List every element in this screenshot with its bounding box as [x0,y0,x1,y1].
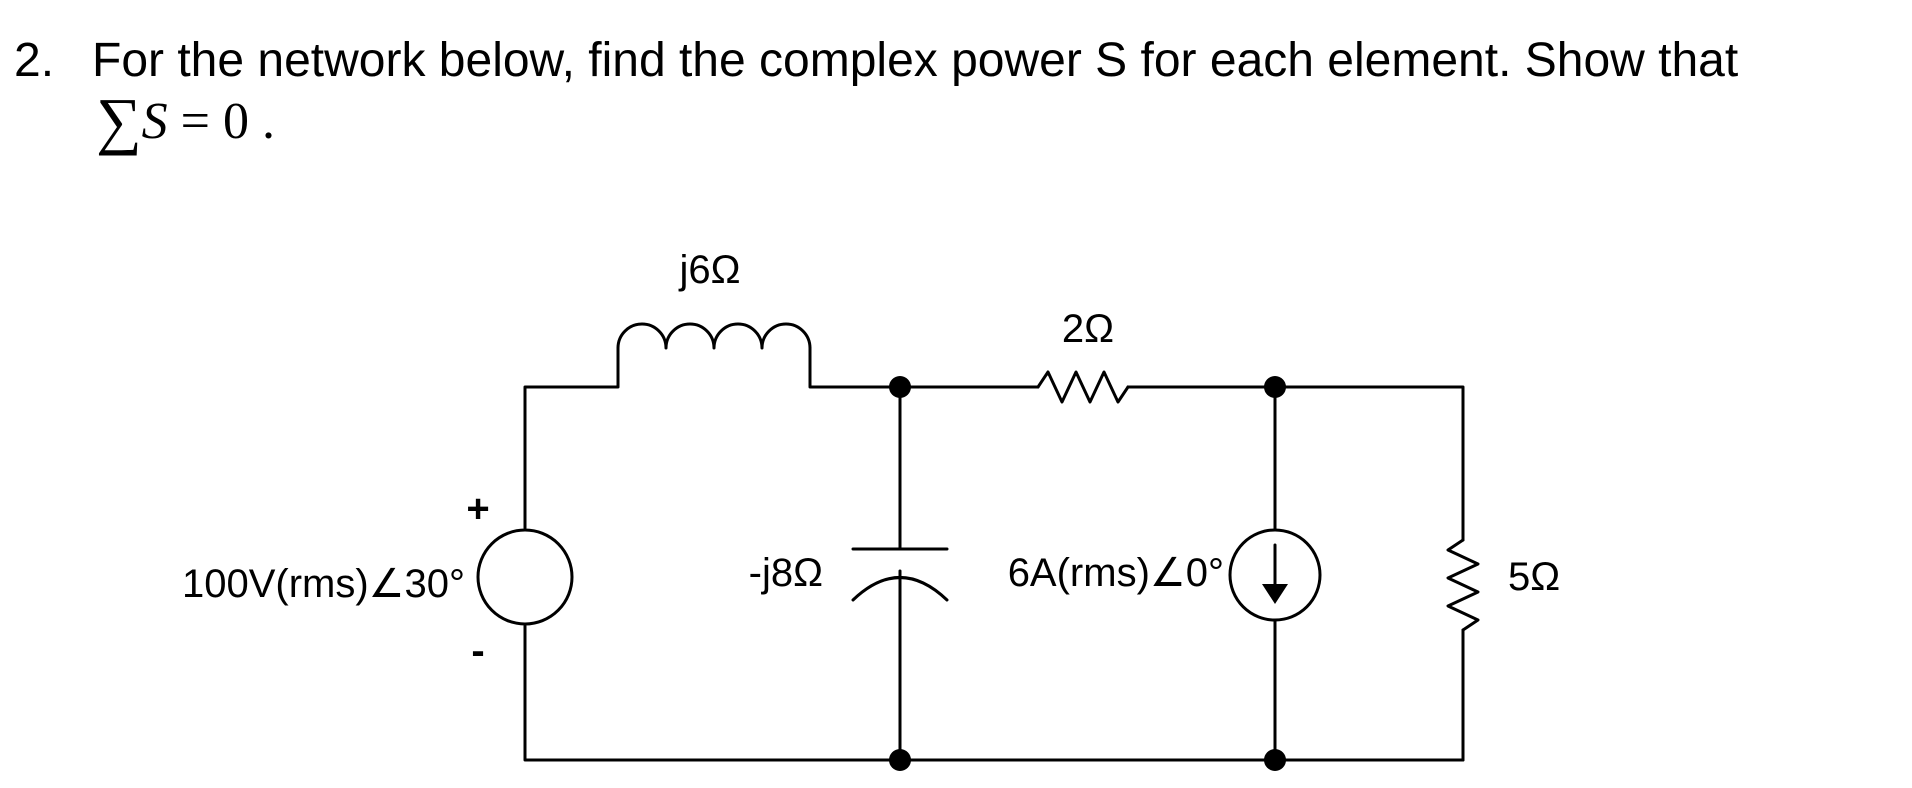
resistor-right [1446,538,1480,632]
junction-node-top-right [1264,376,1286,398]
problem-text: For the network below, find the complex … [92,34,1739,87]
sigma-symbol: ∑ [96,85,142,156]
resistor-top [1036,370,1130,404]
resistor-top-label: 2Ω [1062,307,1114,351]
wire-left-bottom [523,624,1465,762]
voltage-source-label: 100V(rms)∠30° [182,562,465,606]
equation-variable: S [141,93,168,150]
current-arrow-head [1262,584,1288,604]
plus-sign: + [466,487,489,531]
wire-inductor-right [808,346,1040,389]
junction-node-top-left [889,376,911,398]
voltage-source [476,528,574,626]
equation-rest: = 0 . [167,93,275,150]
resistor-right-label: 5Ω [1508,555,1560,599]
current-source-label: 6A(rms)∠0° [1008,551,1224,595]
question-line: 2. For the network below, find the comple… [14,30,1904,92]
wire-left-top [523,346,620,530]
wire-top-right [1126,385,1465,542]
junction-node-bottom-right [1264,749,1286,771]
inductor-coil [616,322,812,350]
minus-sign: - [471,629,484,673]
problem-number: 2. [14,34,55,87]
current-source [1228,528,1322,622]
sum-equation: ∑S = 0 . [96,88,1904,155]
capacitor-label: -j8Ω [749,551,823,595]
problem-statement: 2. For the network below, find the comple… [14,30,1904,155]
junction-node-bottom-left [889,749,911,771]
inductor-label: j6Ω [678,248,740,292]
